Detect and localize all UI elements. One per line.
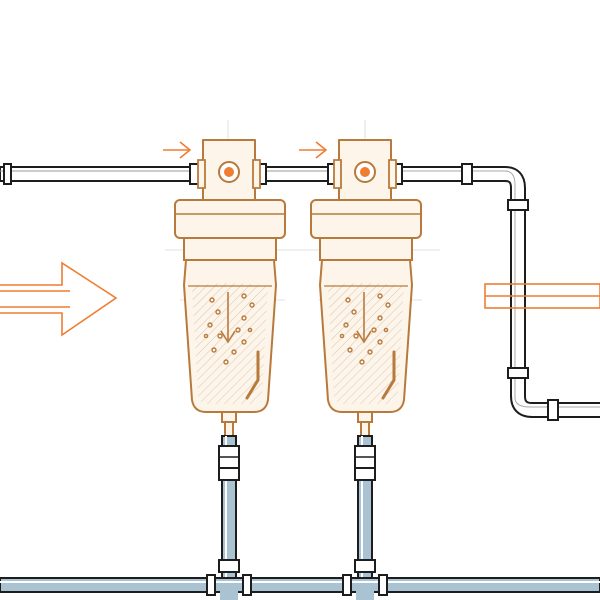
pipe-coupling [507, 367, 529, 379]
flow-arrow-2 [299, 141, 328, 159]
pipe-coupling [218, 467, 240, 481]
filter-2 [310, 139, 422, 437]
outlet-pipe [389, 163, 600, 421]
pipe-coupling [342, 574, 352, 596]
inlet-pipe [0, 163, 203, 185]
gauge-indicator [224, 167, 234, 177]
drain-valve [224, 421, 234, 437]
pipe-coupling [206, 574, 216, 596]
pipe-coupling [378, 574, 388, 596]
drain-valve [360, 421, 370, 437]
drain-manifold-pipe [0, 574, 600, 600]
pipe-coupling [218, 559, 240, 573]
pipe-coupling [242, 574, 252, 596]
outlet-flow-arrow [484, 283, 600, 309]
drain-line-1 [218, 435, 240, 600]
connecting-pipe [255, 163, 341, 185]
pipe-coupling [547, 399, 559, 421]
pipe-coupling [354, 467, 376, 481]
flow-arrow-1 [163, 141, 192, 159]
sediment-particles [339, 293, 391, 365]
drain-line-2 [354, 435, 376, 600]
pipe-coupling [354, 559, 376, 573]
pipe-coupling [507, 199, 529, 211]
sediment-particles [203, 293, 255, 365]
pipe-coupling [461, 163, 473, 185]
filter-1 [174, 139, 286, 437]
gauge-indicator [360, 167, 370, 177]
pipe-coupling [3, 163, 12, 185]
inlet-flow-arrow [0, 261, 118, 337]
